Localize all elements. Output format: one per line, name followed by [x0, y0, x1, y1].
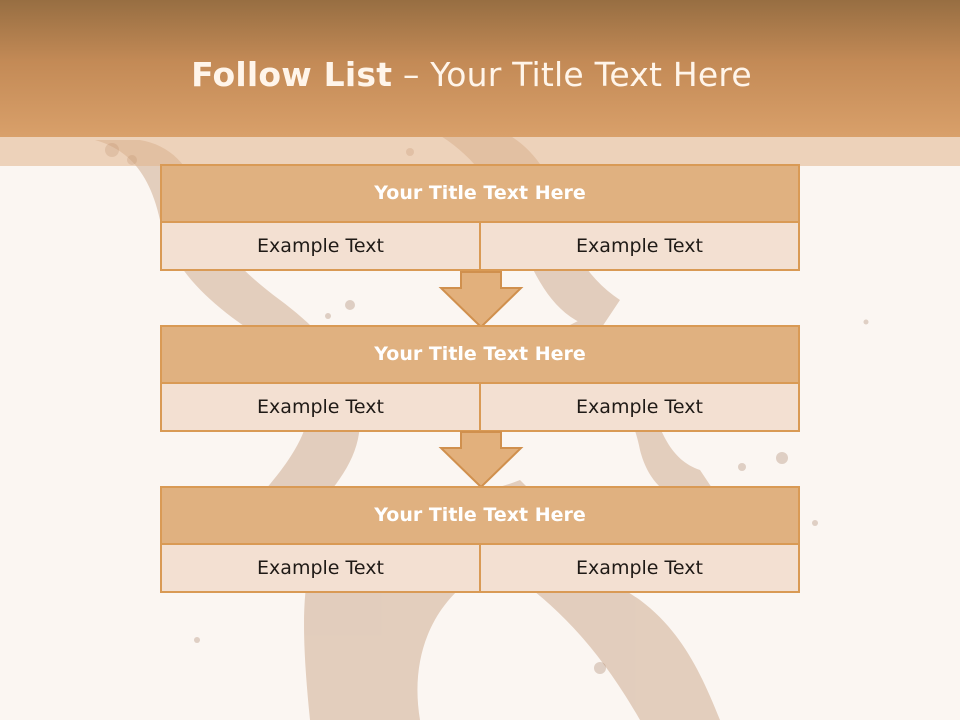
step-cell-right: Example Text [479, 384, 798, 430]
header-band [0, 137, 960, 166]
step-row: Example Text Example Text [162, 545, 798, 591]
down-arrow-icon [438, 271, 524, 329]
step-title: Your Title Text Here [162, 488, 798, 545]
down-arrow-icon [438, 431, 524, 489]
step-row: Example Text Example Text [162, 384, 798, 430]
title-bold-part: Follow List [191, 55, 393, 94]
step-box-3: Your Title Text Here Example Text Exampl… [160, 486, 800, 593]
step-box-1: Your Title Text Here Example Text Exampl… [160, 164, 800, 271]
step-box-2: Your Title Text Here Example Text Exampl… [160, 325, 800, 432]
step-cell-right: Example Text [479, 545, 798, 591]
step-cell-left: Example Text [162, 384, 479, 430]
step-cell-right: Example Text [479, 223, 798, 269]
step-row: Example Text Example Text [162, 223, 798, 269]
step-title: Your Title Text Here [162, 166, 798, 223]
step-cell-left: Example Text [162, 545, 479, 591]
title-rest-part: – Your Title Text Here [392, 55, 752, 94]
slide-header [0, 0, 960, 137]
step-cell-left: Example Text [162, 223, 479, 269]
slide-title: Follow List – Your Title Text Here [0, 55, 943, 94]
step-title: Your Title Text Here [162, 327, 798, 384]
